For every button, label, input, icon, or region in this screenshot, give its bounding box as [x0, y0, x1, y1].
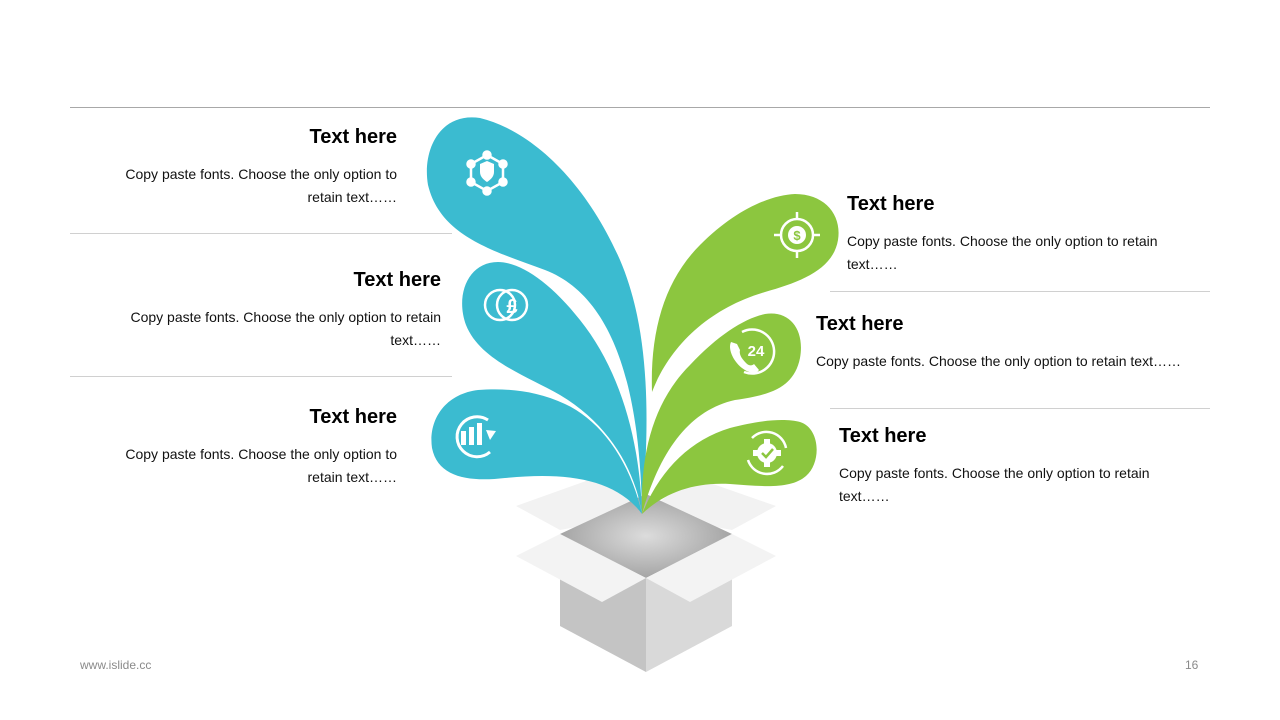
- block-title: Text here: [309, 126, 397, 148]
- petal-left-2: [462, 262, 642, 514]
- dollar-target-icon: $: [774, 212, 820, 258]
- blue-petals: [426, 117, 647, 514]
- text-block-left-3: Text here Copy paste fonts. Choose the o…: [100, 405, 397, 489]
- block-desc: Copy paste fonts. Choose the only option…: [125, 446, 397, 485]
- block-desc: Copy paste fonts. Choose the only option…: [125, 166, 397, 205]
- box-flap-front-right: [646, 534, 776, 602]
- box-inside: [560, 494, 732, 578]
- shield-network-icon: [466, 150, 508, 196]
- pound-coin-icon: £: [483, 288, 529, 322]
- divider-right-2: [830, 408, 1210, 409]
- gear-check-icon: [746, 430, 788, 476]
- text-block-right-3: Text here Copy paste fonts. Choose the o…: [839, 424, 1169, 508]
- chart-refresh-icon: [455, 415, 496, 459]
- block-title: Text here: [309, 406, 397, 428]
- svg-text:£: £: [506, 296, 517, 318]
- petal-right-2: [641, 313, 801, 514]
- footer-website: www.islide.cc: [80, 658, 152, 672]
- block-desc: Copy paste fonts. Choose the only option…: [816, 353, 1181, 369]
- box-flap-front-left: [516, 534, 646, 602]
- block-title: Text here: [816, 313, 904, 335]
- block-title: Text here: [353, 269, 441, 291]
- block-title: Text here: [839, 425, 927, 447]
- phone-24-label: 24: [748, 343, 765, 360]
- block-desc: Copy paste fonts. Choose the only option…: [130, 309, 441, 348]
- block-desc: Copy paste fonts. Choose the only option…: [839, 465, 1150, 504]
- text-block-left-1: Text here Copy paste fonts. Choose the o…: [100, 125, 397, 209]
- text-block-left-2: Text here Copy paste fonts. Choose the o…: [100, 268, 441, 352]
- petal-right-1: [651, 194, 839, 392]
- divider-right-1: [830, 291, 1210, 292]
- svg-text:$: $: [793, 228, 801, 243]
- block-desc: Copy paste fonts. Choose the only option…: [847, 233, 1158, 272]
- top-divider: [70, 107, 1210, 108]
- petal-left-3: [431, 389, 642, 514]
- text-block-right-1: Text here Copy paste fonts. Choose the o…: [847, 192, 1177, 276]
- page-number: 16: [1185, 658, 1199, 672]
- phone-24-icon: 24: [730, 328, 776, 375]
- divider-left-1: [70, 233, 452, 234]
- block-title: Text here: [847, 193, 935, 215]
- text-block-right-2: Text here Copy paste fonts. Choose the o…: [816, 312, 1210, 373]
- divider-left-2: [70, 376, 452, 377]
- green-petals: [641, 194, 839, 514]
- petal-right-3: [642, 420, 817, 514]
- petal-left-1: [426, 117, 647, 514]
